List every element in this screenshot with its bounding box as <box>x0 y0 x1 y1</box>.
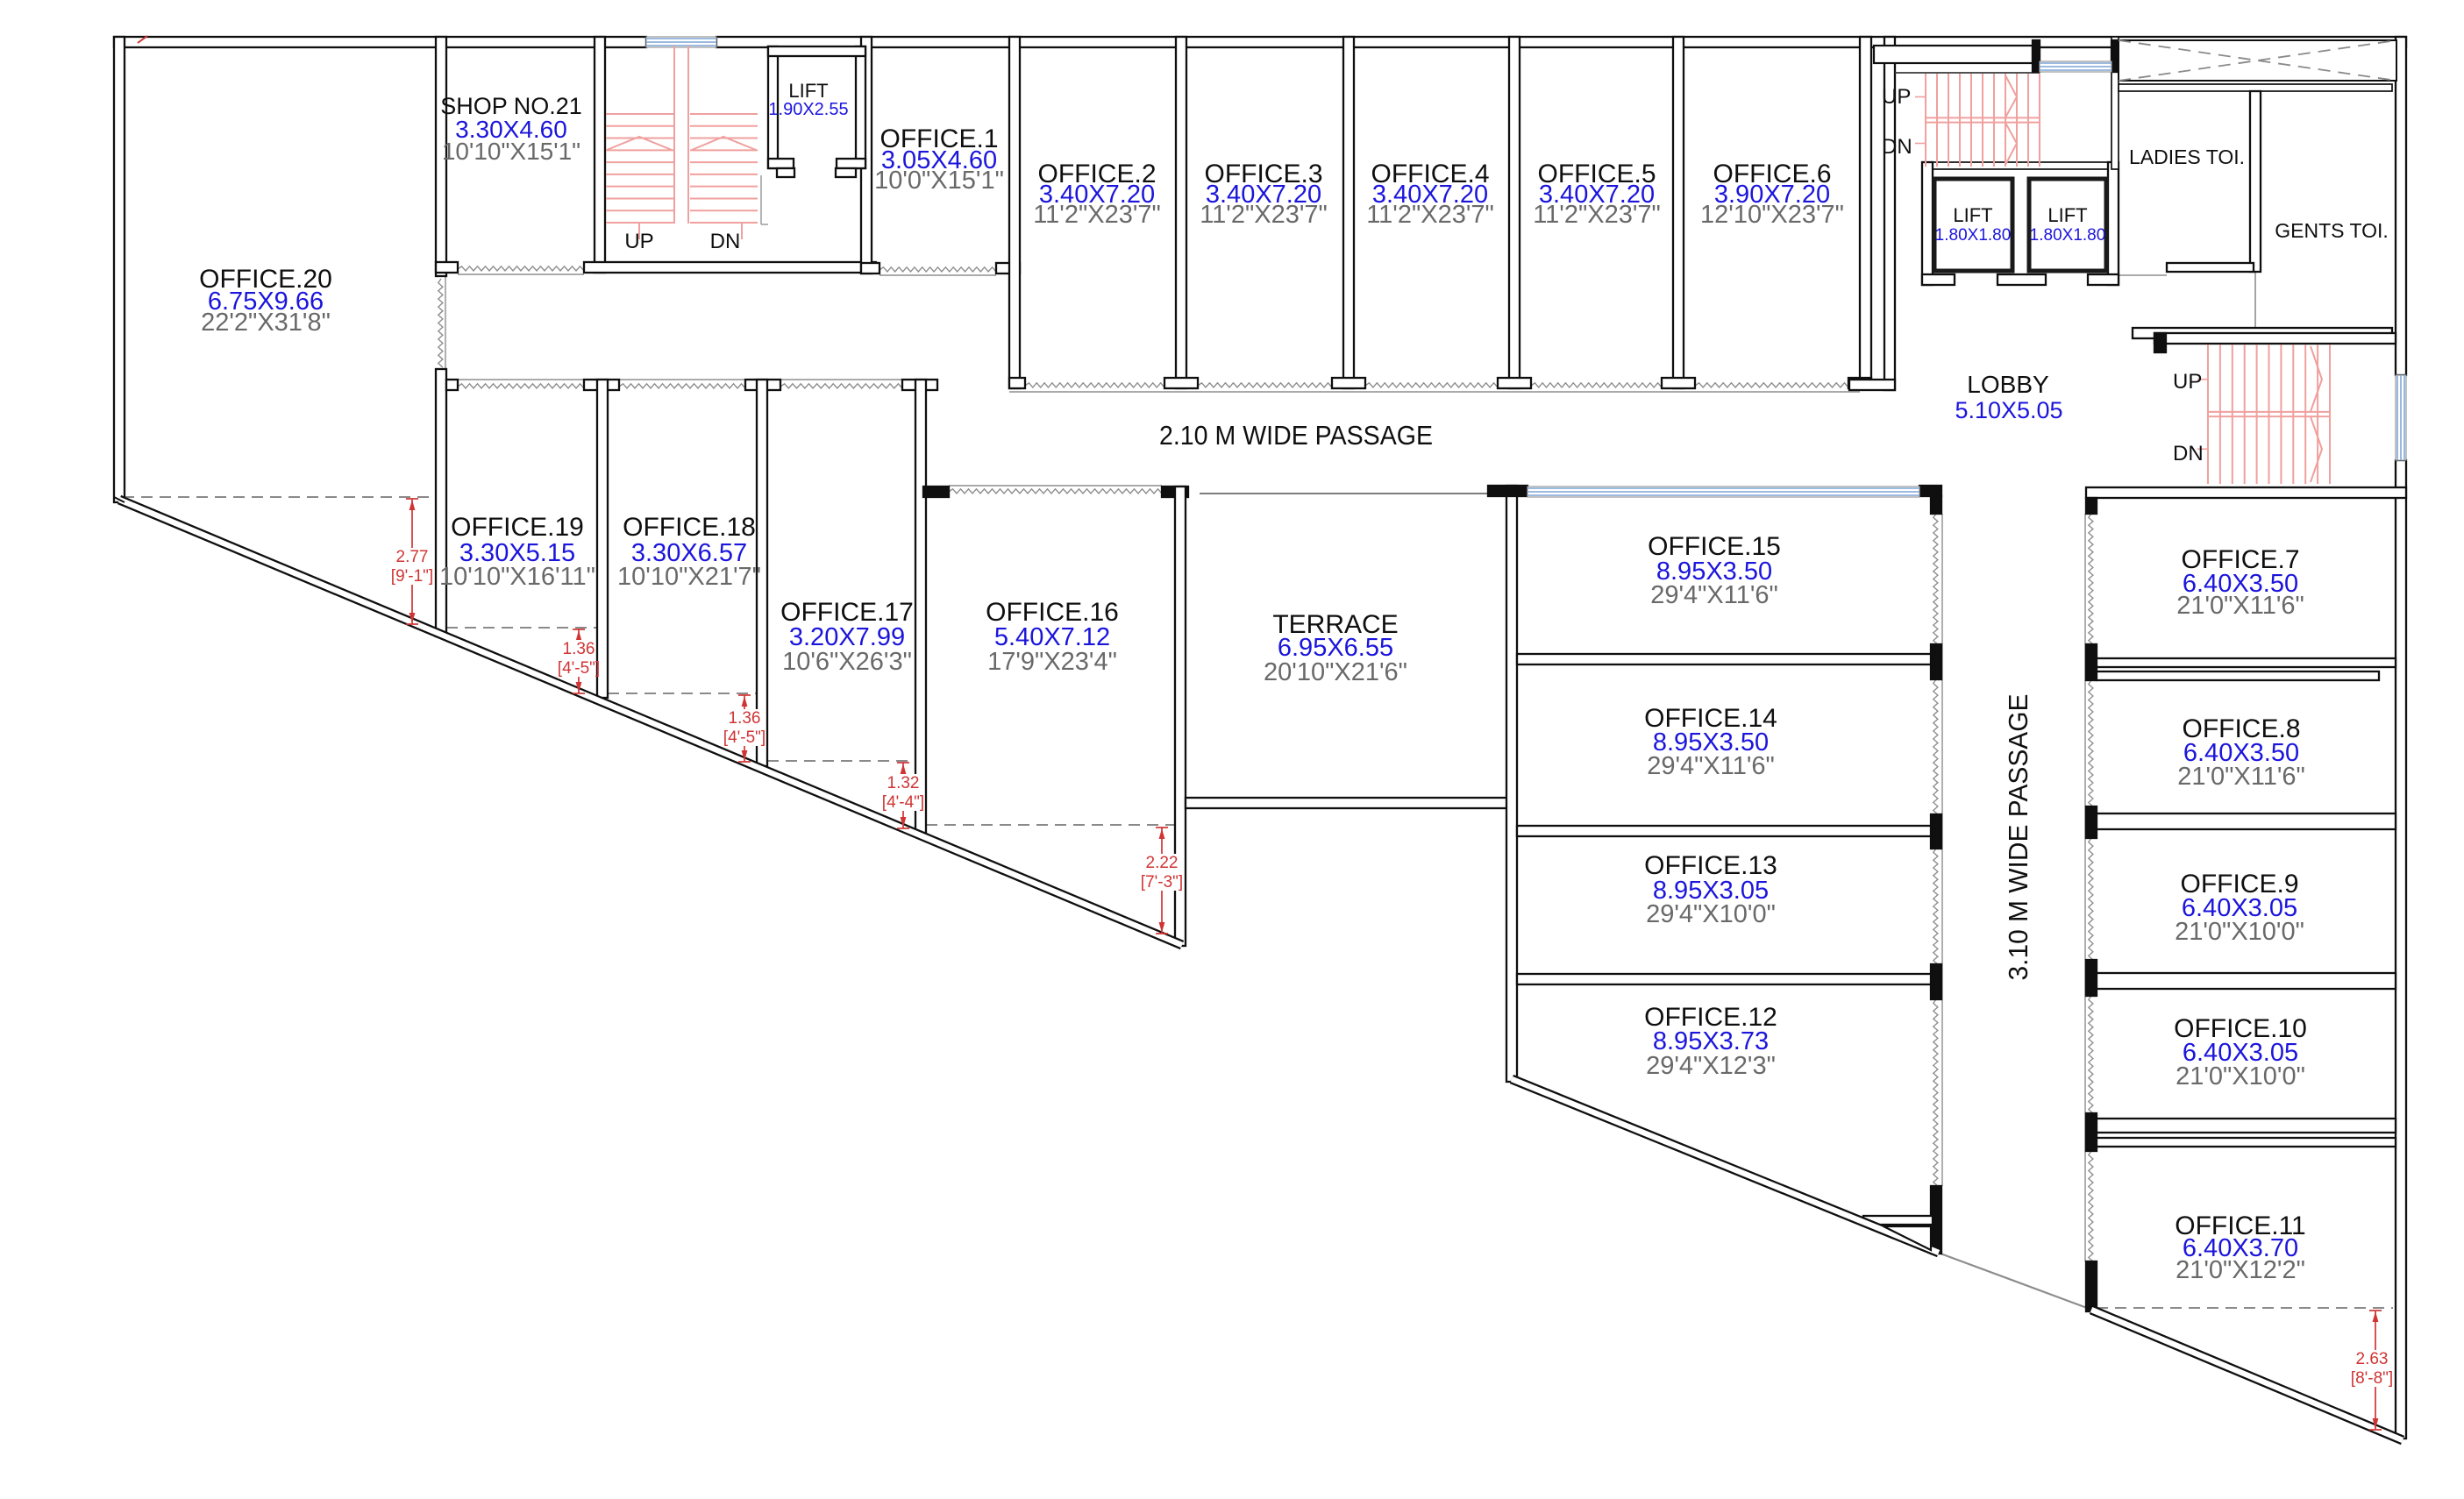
svg-text:21'0"X12'2": 21'0"X12'2" <box>2176 1256 2305 1284</box>
svg-text:OFFICE.15: OFFICE.15 <box>1648 532 1781 561</box>
svg-text:[4'-5"]: [4'-5"] <box>723 728 766 747</box>
svg-text:3.90X7.20: 3.90X7.20 <box>1714 181 1830 209</box>
svg-text:DN: DN <box>1882 135 1912 159</box>
svg-text:[4'-4"]: [4'-4"] <box>882 793 924 812</box>
svg-text:2.77: 2.77 <box>396 548 429 566</box>
svg-text:10'10"X21'7": 10'10"X21'7" <box>617 563 761 591</box>
svg-text:OFFICE.3: OFFICE.3 <box>1204 160 1322 188</box>
svg-text:OFFICE.10: OFFICE.10 <box>2174 1014 2307 1043</box>
svg-text:8.95X3.50: 8.95X3.50 <box>1656 558 1772 586</box>
svg-text:8.95X3.05: 8.95X3.05 <box>1653 877 1769 905</box>
svg-text:OFFICE.4: OFFICE.4 <box>1371 160 1489 188</box>
svg-text:OFFICE.9: OFFICE.9 <box>2180 870 2298 899</box>
svg-text:[9'-1"]: [9'-1"] <box>391 567 433 586</box>
svg-text:1.36: 1.36 <box>729 709 761 728</box>
svg-text:2.22: 2.22 <box>1146 854 1179 872</box>
svg-text:5.40X7.12: 5.40X7.12 <box>994 623 1110 651</box>
svg-text:UP: UP <box>2173 370 2202 394</box>
svg-text:OFFICE.1: OFFICE.1 <box>879 124 998 153</box>
svg-text:3.05X4.60: 3.05X4.60 <box>881 146 997 174</box>
svg-text:6.40X3.50: 6.40X3.50 <box>2183 739 2299 767</box>
svg-text:3.30X6.57: 3.30X6.57 <box>631 539 747 567</box>
svg-text:UP: UP <box>1882 85 1911 109</box>
svg-text:OFFICE.13: OFFICE.13 <box>1644 851 1777 880</box>
svg-text:11'2"X23'7": 11'2"X23'7" <box>1366 201 1494 229</box>
svg-text:DN: DN <box>710 230 741 253</box>
svg-text:LOBBY: LOBBY <box>1967 371 2049 398</box>
svg-text:3.20X7.99: 3.20X7.99 <box>789 623 905 651</box>
svg-text:3.10 M WIDE PASSAGE: 3.10 M WIDE PASSAGE <box>2003 694 2033 981</box>
svg-text:29'4"X10'0": 29'4"X10'0" <box>1646 900 1776 928</box>
svg-text:[4'-5"]: [4'-5"] <box>558 659 600 678</box>
svg-text:12'10"X23'7": 12'10"X23'7" <box>1700 201 1844 229</box>
svg-text:OFFICE.14: OFFICE.14 <box>1644 704 1777 733</box>
svg-text:3.40X7.20: 3.40X7.20 <box>1372 181 1488 209</box>
svg-text:1.80X1.80: 1.80X1.80 <box>1935 226 2012 245</box>
svg-text:6.40X3.50: 6.40X3.50 <box>2183 570 2298 598</box>
svg-text:GENTS TOI.: GENTS TOI. <box>2275 219 2389 242</box>
svg-text:10'10"X16'11": 10'10"X16'11" <box>439 563 595 591</box>
svg-text:2.63: 2.63 <box>2356 1350 2389 1368</box>
svg-text:3.40X7.20: 3.40X7.20 <box>1039 181 1155 209</box>
svg-text:OFFICE.6: OFFICE.6 <box>1713 160 1831 188</box>
svg-text:6.40X3.05: 6.40X3.05 <box>2183 1039 2298 1067</box>
svg-text:8.95X3.73: 8.95X3.73 <box>1653 1027 1769 1055</box>
svg-text:3.40X7.20: 3.40X7.20 <box>1206 181 1321 209</box>
svg-text:SHOP NO.21: SHOP NO.21 <box>440 93 582 119</box>
svg-text:21'0"X10'0": 21'0"X10'0" <box>2175 918 2304 946</box>
svg-text:OFFICE.5: OFFICE.5 <box>1537 160 1656 188</box>
svg-text:29'4"X11'6": 29'4"X11'6" <box>1650 581 1778 609</box>
svg-text:OFFICE.20: OFFICE.20 <box>199 265 332 294</box>
svg-text:OFFICE.2: OFFICE.2 <box>1037 160 1156 188</box>
svg-text:3.30X4.60: 3.30X4.60 <box>455 116 567 143</box>
svg-text:OFFICE.18: OFFICE.18 <box>623 513 756 542</box>
svg-text:1.90X2.55: 1.90X2.55 <box>768 100 848 119</box>
svg-text:LIFT: LIFT <box>788 80 828 102</box>
svg-text:LIFT: LIFT <box>2047 204 2087 226</box>
svg-text:1.32: 1.32 <box>887 774 920 792</box>
svg-text:29'4"X12'3": 29'4"X12'3" <box>1646 1052 1776 1080</box>
svg-text:[7'-3"]: [7'-3"] <box>1141 873 1183 892</box>
svg-text:3.30X5.15: 3.30X5.15 <box>459 539 575 567</box>
svg-text:OFFICE.12: OFFICE.12 <box>1644 1003 1777 1032</box>
svg-text:LIFT: LIFT <box>1953 204 1992 226</box>
svg-text:29'4"X11'6": 29'4"X11'6" <box>1647 752 1775 780</box>
svg-text:2.10 M WIDE PASSAGE: 2.10 M WIDE PASSAGE <box>1159 420 1433 451</box>
svg-text:10'0"X15'1": 10'0"X15'1" <box>874 167 1004 195</box>
svg-text:17'9"X23'4": 17'9"X23'4" <box>987 648 1117 676</box>
svg-text:21'0"X10'0": 21'0"X10'0" <box>2176 1062 2305 1091</box>
svg-text:[8'-8"]: [8'-8"] <box>2351 1369 2393 1388</box>
svg-text:LADIES TOI.: LADIES TOI. <box>2129 146 2245 168</box>
svg-text:UP: UP <box>624 230 653 253</box>
svg-text:OFFICE.11: OFFICE.11 <box>2175 1211 2305 1240</box>
svg-text:OFFICE.16: OFFICE.16 <box>986 598 1119 627</box>
svg-text:OFFICE.7: OFFICE.7 <box>2181 545 2299 574</box>
svg-text:10'10"X15'1": 10'10"X15'1" <box>442 138 580 165</box>
svg-text:3.40X7.20: 3.40X7.20 <box>1539 181 1655 209</box>
svg-text:OFFICE.8: OFFICE.8 <box>2182 714 2300 743</box>
svg-text:1.80X1.80: 1.80X1.80 <box>2030 226 2106 245</box>
svg-text:TERRACE: TERRACE <box>1272 610 1398 639</box>
svg-text:10'6"X26'3": 10'6"X26'3" <box>782 648 912 676</box>
svg-text:6.40X3.70: 6.40X3.70 <box>2183 1234 2298 1262</box>
svg-text:8.95X3.50: 8.95X3.50 <box>1653 728 1769 757</box>
svg-text:22'2"X31'8": 22'2"X31'8" <box>201 309 331 337</box>
svg-text:OFFICE.17: OFFICE.17 <box>780 598 914 627</box>
svg-text:6.75X9.66: 6.75X9.66 <box>208 288 324 316</box>
svg-text:20'10"X21'6": 20'10"X21'6" <box>1264 658 1407 686</box>
svg-text:11'2"X23'7": 11'2"X23'7" <box>1533 201 1661 229</box>
svg-text:5.10X5.05: 5.10X5.05 <box>1955 397 2062 423</box>
svg-text:21'0"X11'6": 21'0"X11'6" <box>2176 592 2304 620</box>
svg-text:11'2"X23'7": 11'2"X23'7" <box>1200 201 1328 229</box>
svg-text:OFFICE.19: OFFICE.19 <box>451 513 584 542</box>
svg-text:6.95X6.55: 6.95X6.55 <box>1278 634 1393 662</box>
svg-text:1.36: 1.36 <box>563 640 595 658</box>
svg-text:11'2"X23'7": 11'2"X23'7" <box>1033 201 1161 229</box>
svg-text:DN: DN <box>2173 442 2204 465</box>
svg-text:6.40X3.05: 6.40X3.05 <box>2182 894 2297 922</box>
svg-text:21'0"X11'6": 21'0"X11'6" <box>2177 763 2305 791</box>
